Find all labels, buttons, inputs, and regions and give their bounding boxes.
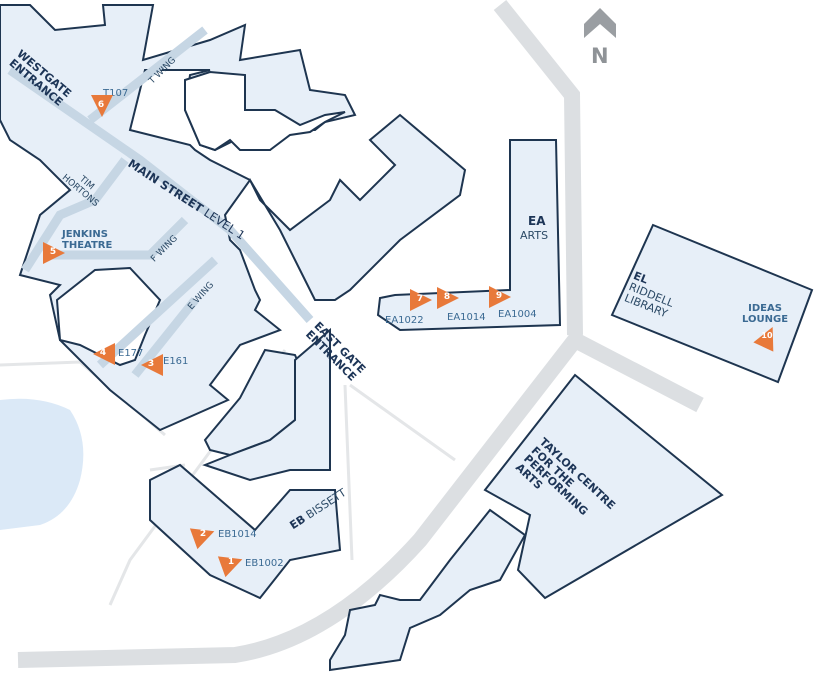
triangle-marker-icon (43, 242, 65, 264)
triangle-marker-icon (410, 289, 432, 311)
triangle-marker-icon (93, 343, 115, 365)
north-letter: N (591, 44, 609, 68)
pond (0, 398, 84, 530)
jenkins-line-2: THEATRE (62, 240, 113, 251)
jenkins-line-1: JENKINS (62, 229, 108, 240)
ideas-lounge-label: IDEAS LOUNGE (742, 303, 788, 325)
room-eb1002: EB1002 (245, 558, 284, 569)
marker-number: 4 (99, 348, 107, 358)
triangle-marker-icon (141, 354, 163, 376)
building-north-block (0, 4, 467, 432)
pathways (17, 0, 704, 668)
triangle-marker-icon (189, 528, 215, 550)
building-east-strip (202, 327, 331, 482)
room-t107: T107 (103, 88, 129, 99)
building-bissett (149, 463, 342, 600)
marker-number: 10 (761, 331, 773, 340)
room-e177: E177 (118, 348, 144, 359)
room-ea1022: EA1022 (385, 315, 424, 326)
north-arrow-icon (584, 8, 616, 38)
building-southeast (329, 508, 527, 672)
ideas-line-2: LOUNGE (742, 314, 789, 325)
building-ea-arts (376, 139, 562, 332)
room-e161: E161 (163, 356, 189, 367)
marker-number: 9 (495, 291, 503, 301)
main-complex (0, 4, 467, 600)
ideas-line-1: IDEAS (748, 303, 782, 314)
corridors (7, 26, 314, 378)
marker-number: 6 (97, 100, 105, 110)
marker-number: 8 (443, 292, 451, 302)
triangle-marker-icon (489, 286, 511, 308)
marker-number: 7 (416, 294, 424, 304)
building-ring-inner (184, 70, 346, 152)
ea-code: EA (528, 214, 546, 228)
jenkins-theatre-label: JENKINS THEATRE (62, 229, 112, 251)
marker-number: 1 (227, 557, 235, 567)
room-ea1014: EA1014 (447, 312, 486, 323)
room-eb1014: EB1014 (218, 529, 257, 540)
building-courtyard (55, 266, 162, 367)
triangle-marker-icon (217, 556, 243, 578)
triangle-marker-icon (437, 287, 459, 309)
marker-number: 5 (49, 247, 57, 257)
marker-number: 2 (199, 529, 207, 539)
marker-number: 3 (147, 359, 155, 369)
room-ea1004: EA1004 (498, 309, 537, 320)
triangle-marker-icon (753, 327, 774, 352)
ea-name: ARTS (520, 229, 549, 242)
triangle-marker-icon (91, 95, 113, 117)
building-taylor-centre (483, 373, 724, 600)
